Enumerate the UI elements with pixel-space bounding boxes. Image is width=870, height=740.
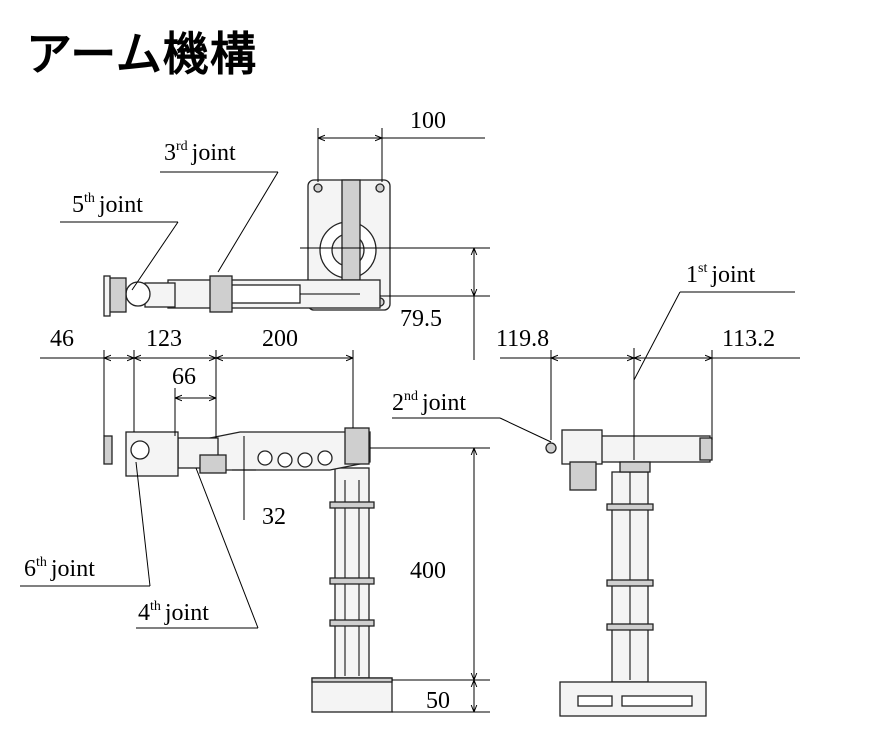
side-view bbox=[103, 427, 393, 713]
page-title: アーム機構 bbox=[26, 27, 257, 81]
dim-113-2: 113.2 bbox=[722, 326, 775, 352]
dim-200: 200 bbox=[262, 326, 298, 352]
dim-79-5: 79.5 bbox=[400, 306, 442, 332]
dim-100: 100 bbox=[410, 108, 446, 134]
dim-50: 50 bbox=[426, 688, 450, 714]
dimension-lines bbox=[40, 128, 800, 713]
dim-400: 400 bbox=[410, 558, 446, 584]
dim-123: 123 bbox=[146, 326, 182, 352]
dim-32: 32 bbox=[262, 504, 286, 530]
leader-lines bbox=[20, 171, 795, 629]
dim-46: 46 bbox=[50, 326, 74, 352]
dim-66: 66 bbox=[172, 364, 196, 390]
dim-119-8: 119.8 bbox=[496, 326, 549, 352]
top-view bbox=[103, 179, 391, 317]
front-view bbox=[545, 429, 713, 717]
